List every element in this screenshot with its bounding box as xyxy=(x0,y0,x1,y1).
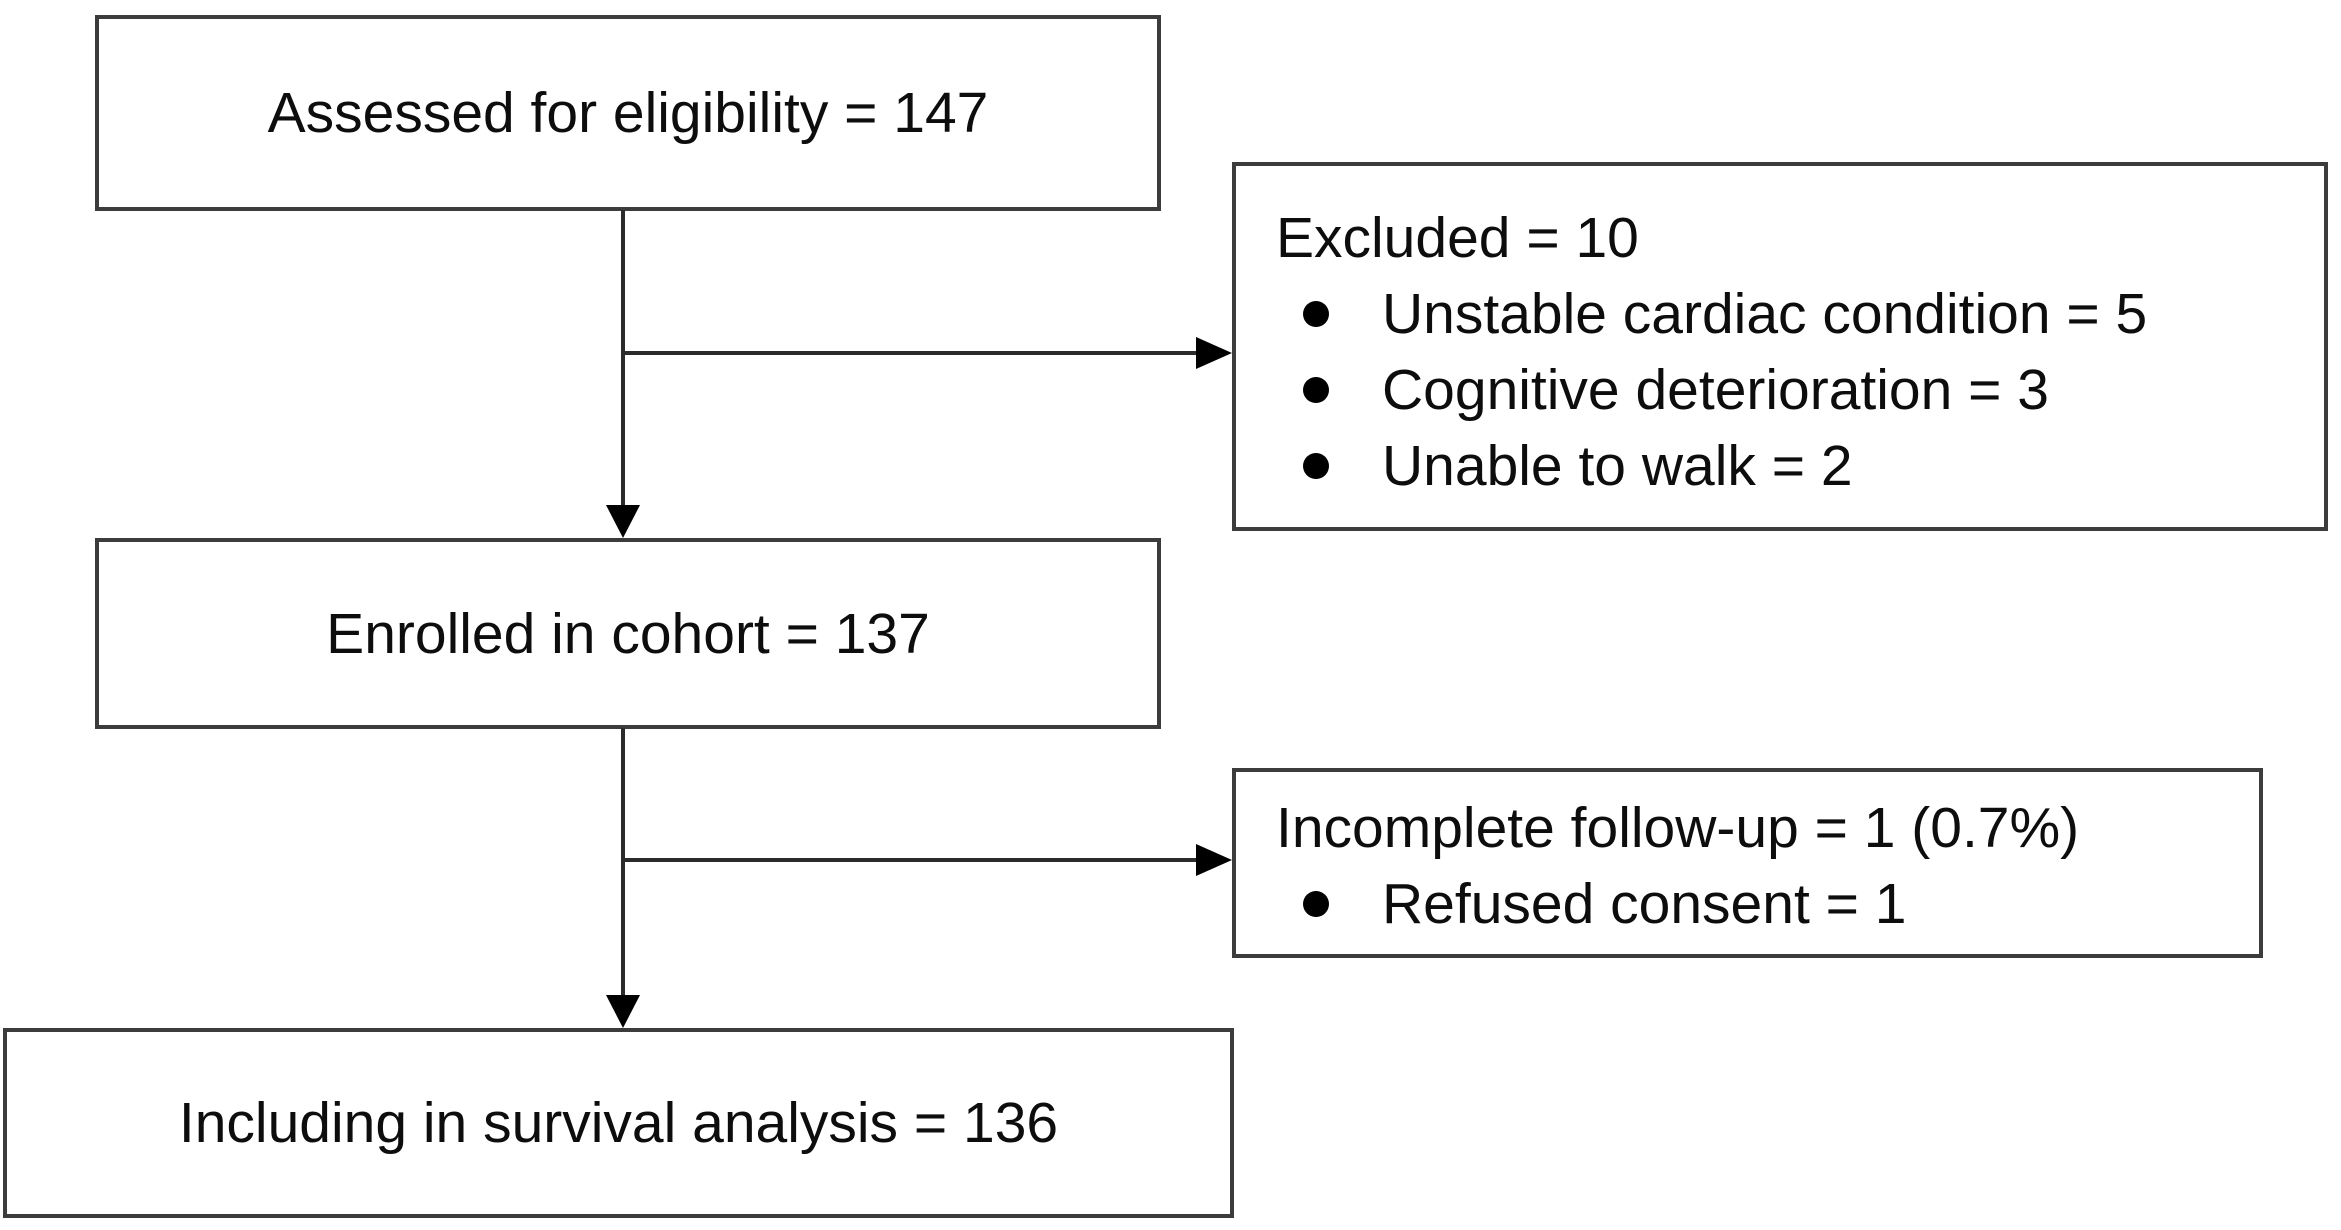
excluded-item-label: Unstable cardiac condition = 5 xyxy=(1382,282,2148,346)
flow-box-survival-analysis: Including in survival analysis = 136 xyxy=(3,1028,1234,1218)
incomplete-item-label: Refused consent = 1 xyxy=(1382,872,1907,936)
connector-assessed-to-enrolled xyxy=(621,210,625,510)
assessed-label: Assessed for eligibility = 147 xyxy=(267,81,989,145)
survival-label: Including in survival analysis = 136 xyxy=(178,1091,1059,1155)
list-item: Unable to walk = 2 xyxy=(1276,428,2308,504)
bullet-icon xyxy=(1303,377,1329,403)
list-item: Unstable cardiac condition = 5 xyxy=(1276,276,2308,352)
bullet-icon xyxy=(1303,891,1329,917)
arrowhead-down-icon xyxy=(606,505,640,538)
list-item: Refused consent = 1 xyxy=(1276,866,2243,942)
incomplete-title: Incomplete follow-up = 1 (0.7%) xyxy=(1276,796,2080,860)
bullet-icon xyxy=(1303,453,1329,479)
arrowhead-down-icon xyxy=(606,995,640,1028)
arrowhead-right-icon xyxy=(1196,337,1232,369)
excluded-item-label: Cognitive deterioration = 3 xyxy=(1382,358,2049,422)
list-item: Cognitive deterioration = 3 xyxy=(1276,352,2308,428)
connector-branch-to-excluded xyxy=(623,351,1198,355)
bullet-icon xyxy=(1303,301,1329,327)
incomplete-list: Refused consent = 1 xyxy=(1276,866,2243,942)
flow-box-excluded: Excluded = 10 Unstable cardiac condition… xyxy=(1232,162,2328,531)
arrowhead-right-icon xyxy=(1196,844,1232,876)
connector-enrolled-to-survival xyxy=(621,728,625,1000)
flow-box-enrolled: Enrolled in cohort = 137 xyxy=(95,538,1161,729)
excluded-item-label: Unable to walk = 2 xyxy=(1382,434,1853,498)
flow-box-incomplete-followup: Incomplete follow-up = 1 (0.7%) Refused … xyxy=(1232,768,2263,958)
enrolled-label: Enrolled in cohort = 137 xyxy=(326,601,930,666)
flow-box-assessed: Assessed for eligibility = 147 xyxy=(95,15,1161,211)
connector-branch-to-incomplete xyxy=(623,858,1198,862)
excluded-title: Excluded = 10 xyxy=(1276,206,1639,270)
excluded-list: Unstable cardiac condition = 5 Cognitive… xyxy=(1276,276,2308,504)
